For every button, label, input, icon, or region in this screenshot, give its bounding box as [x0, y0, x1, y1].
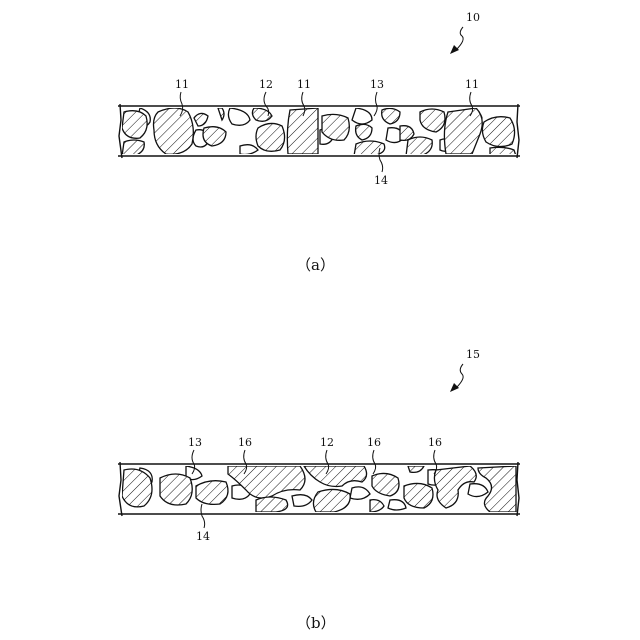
- label-13-b: 13: [188, 436, 202, 449]
- label-12-b: 12: [320, 436, 334, 449]
- ref-label-15: 15: [466, 348, 480, 361]
- label-14: 14: [374, 174, 388, 187]
- label-16-center: 16: [367, 436, 381, 449]
- label-13: 13: [370, 78, 384, 91]
- ref-arrow-10: [456, 27, 463, 50]
- caption-a: （a）: [296, 256, 335, 274]
- label-11-center: 11: [297, 78, 311, 91]
- label-11-right: 11: [465, 78, 479, 91]
- caption-b: （b）: [296, 614, 336, 632]
- label-14-b: 14: [196, 530, 210, 543]
- label-12: 12: [259, 78, 273, 91]
- label-16-right: 16: [428, 436, 442, 449]
- label-11-left: 11: [175, 78, 189, 91]
- panel-b: 15: [118, 348, 520, 632]
- particles-a: [122, 108, 516, 156]
- ref-label-10: 10: [466, 11, 480, 24]
- panel-a: 10: [118, 11, 520, 274]
- ref-arrow-15: [456, 364, 463, 388]
- label-16-left: 16: [238, 436, 252, 449]
- ref-arrowhead-10: [450, 45, 459, 54]
- ref-arrowhead-15: [450, 383, 459, 392]
- particles-b: [122, 466, 516, 512]
